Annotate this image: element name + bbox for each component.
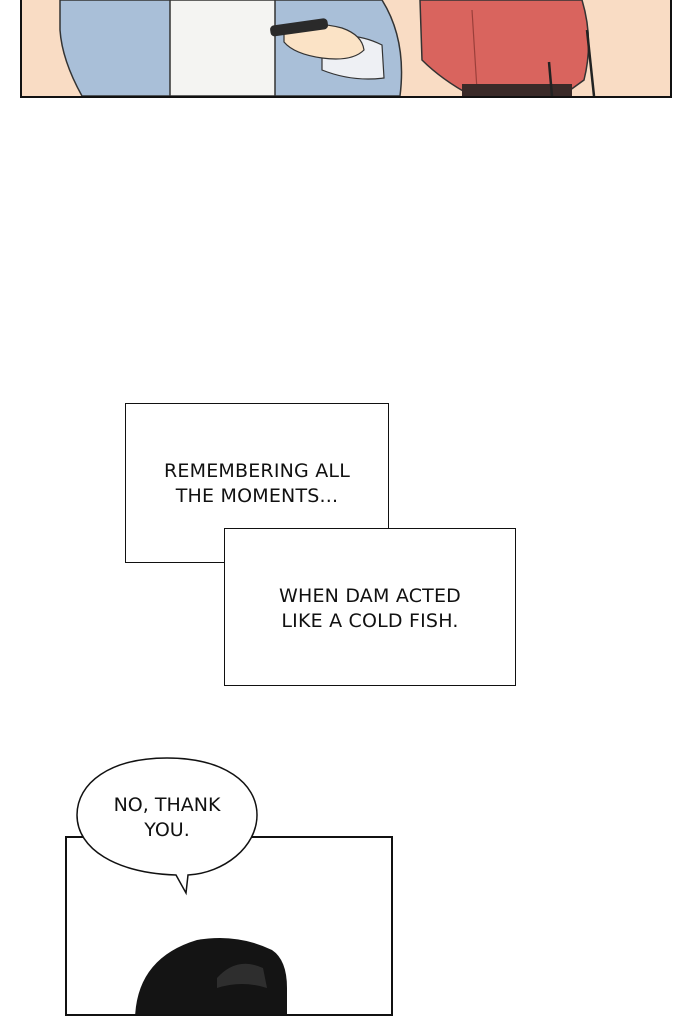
bag-strap [585, 29, 596, 96]
jacket-seam [471, 9, 478, 91]
blue-jacket-left [59, 0, 173, 96]
speech-bubble-text: NO, THANK YOU. [113, 794, 221, 841]
bag-strap-2 [547, 61, 554, 96]
red-jacket [419, 0, 590, 96]
hair-highlight [217, 963, 267, 988]
narration-caption-2: WHEN DAM ACTED LIKE A COLD FISH. [224, 528, 516, 686]
character-hair [135, 938, 287, 1014]
phone-icon [270, 18, 329, 37]
caption-1-text: REMEMBERING ALL THE MOMENTS... [164, 460, 350, 507]
white-shirt [169, 0, 278, 96]
bottom-comic-panel [65, 836, 393, 1016]
speech-bubble: NO, THANK YOU. [76, 757, 258, 896]
belt [462, 84, 572, 96]
panel-art-characters [59, 0, 596, 96]
panel-art-hair [135, 938, 287, 1014]
top-comic-panel [20, 0, 672, 98]
speech-bubble-shape [76, 757, 258, 896]
caption-2-text: WHEN DAM ACTED LIKE A COLD FISH. [278, 585, 462, 632]
